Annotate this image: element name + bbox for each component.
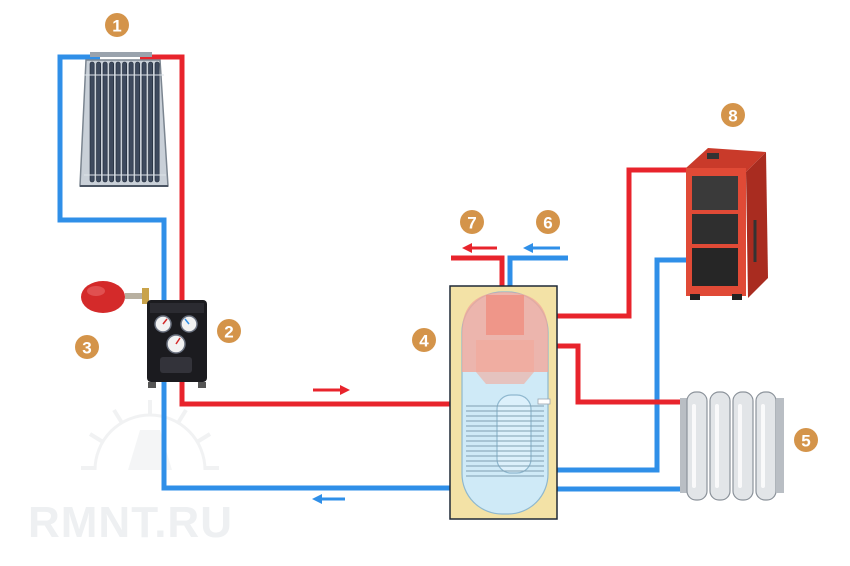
arrow-right-icon xyxy=(313,385,350,395)
solar-return-pipe xyxy=(161,382,462,491)
expansion-vessel-icon xyxy=(81,281,149,313)
radiator-supply-pipe xyxy=(548,343,685,405)
badge-2-label: 2 xyxy=(224,323,233,342)
badge-7: 7 xyxy=(460,210,484,234)
badge-3: 3 xyxy=(75,335,99,359)
radiator-icon xyxy=(680,391,784,501)
hot-water-outlet-pipe xyxy=(451,255,505,292)
arrow-left-icon xyxy=(523,243,560,253)
collector-cold-pipe xyxy=(57,54,167,300)
badge-2: 2 xyxy=(217,319,241,343)
badge-5: 5 xyxy=(794,428,818,452)
badge-1-label: 1 xyxy=(112,17,121,36)
arrow-left-icon xyxy=(312,494,345,504)
badge-4: 4 xyxy=(412,328,436,352)
badge-6-label: 6 xyxy=(543,214,552,233)
badge-6: 6 xyxy=(536,210,560,234)
storage-tank-icon xyxy=(449,285,558,520)
solar-collector-icon xyxy=(79,52,169,187)
badge-8-label: 8 xyxy=(728,107,737,126)
badge-4-label: 4 xyxy=(419,332,429,351)
collector-hot-pipe xyxy=(140,54,185,300)
pump-station-icon xyxy=(147,300,207,388)
badge-7-label: 7 xyxy=(467,214,476,233)
arrow-left-icon xyxy=(462,243,497,253)
flow-arrows xyxy=(312,243,560,504)
boiler-return-pipe xyxy=(548,257,690,473)
watermark: RMNT.RU xyxy=(28,400,233,547)
boiler-icon xyxy=(686,148,768,300)
boiler-supply-pipe xyxy=(548,167,696,319)
watermark-text: RMNT.RU xyxy=(28,498,233,547)
badge-1: 1 xyxy=(105,13,129,37)
badge-5-label: 5 xyxy=(801,432,810,451)
solar-supply-pipe xyxy=(179,382,462,407)
watermark-sun-icon xyxy=(81,400,219,471)
badge-8: 8 xyxy=(721,103,745,127)
badge-3-label: 3 xyxy=(82,339,91,358)
